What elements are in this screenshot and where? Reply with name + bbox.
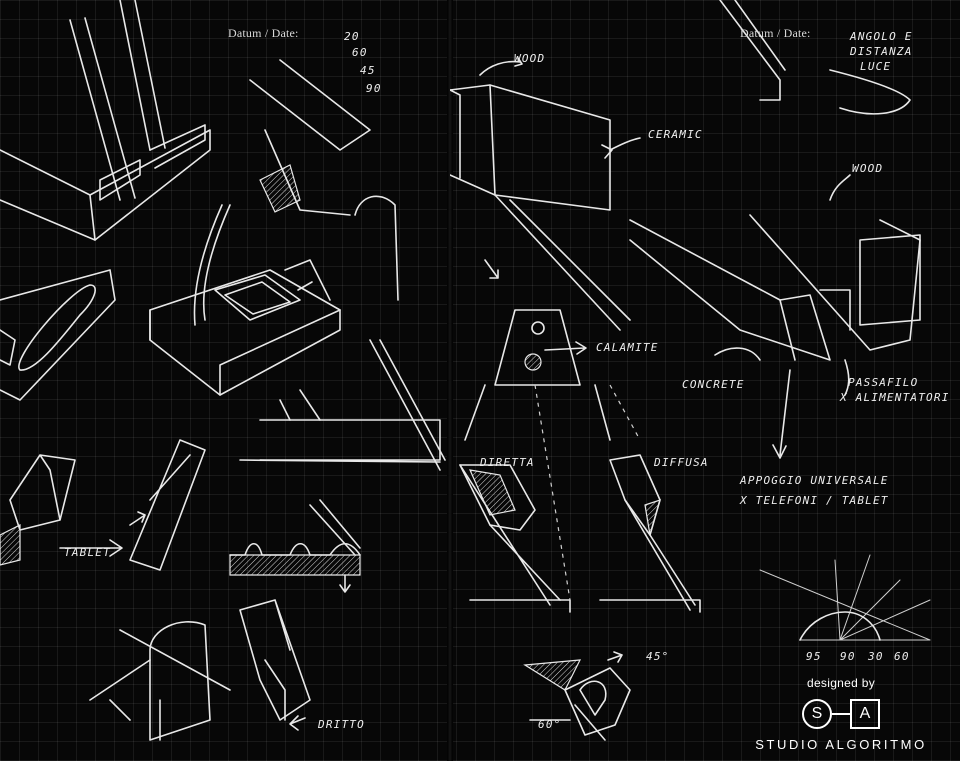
angle-scale-90: 90 [840, 650, 856, 663]
ramp-sketch-right [240, 340, 445, 470]
beam-sketch-right [630, 175, 920, 360]
logo-a-square: A [850, 699, 880, 729]
logo-dash [832, 713, 850, 715]
dritto-label: DRITTO [318, 718, 365, 731]
tablet-label: TABLET [64, 546, 111, 559]
passafilo-label-line-1: PASSAFILO [848, 376, 919, 389]
passafilo-label-line-2: X ALIMENTATORI [840, 391, 950, 404]
header-note-line-2: DISTANZA [850, 45, 913, 58]
book-spine [447, 0, 453, 761]
angle-note-1: 20 [344, 30, 360, 43]
left-page: Datum / Date: 20 60 45 90 TABLET DRITTO [0, 0, 450, 761]
right-page-sketches [450, 0, 960, 761]
angle-45-label: 45° [646, 650, 670, 663]
angle-note-3: 45 [360, 64, 376, 77]
angle-scale-30: 30 [868, 650, 884, 663]
angle-note-4: 90 [366, 82, 382, 95]
wood-label-top: WOOD [514, 52, 546, 65]
light-cone-sketches [460, 455, 700, 612]
profile-section-sketch [230, 500, 360, 592]
box-sketch-center [150, 205, 340, 395]
header-note-line-3: LUCE [860, 60, 892, 73]
angle-note-2: 60 [352, 46, 368, 59]
designer-credit: designed by S A STUDIO ALGORITMO [746, 676, 936, 752]
block-sketch-top [450, 58, 640, 330]
label-leaders [715, 348, 849, 458]
right-date-label: Datum / Date: [740, 26, 811, 40]
studio-name: STUDIO ALGORITMO [755, 737, 927, 752]
logo-s-circle: S [802, 699, 832, 729]
calamite-label: CALAMITE [596, 341, 659, 354]
roller-sketch-bottom [90, 600, 310, 740]
concrete-label: CONCRETE [682, 378, 745, 391]
wood-label-right: WOOD [852, 162, 884, 175]
appoggio-label-line-1: APPOGGIO UNIVERSALE [740, 474, 889, 487]
left-date-label: Datum / Date: [228, 26, 299, 40]
studio-logo: S A [746, 699, 936, 729]
angle-60-label: 60° [538, 718, 562, 731]
header-note-line-1: ANGOLO E [850, 30, 913, 43]
rail-sketch-left [0, 270, 115, 400]
designed-by-text: designed by [806, 676, 876, 690]
diffusa-label: DIFFUSA [654, 456, 709, 469]
joint-sketch-top-left [0, 0, 398, 300]
lamp-sketch-center [465, 310, 640, 600]
left-page-sketches [0, 0, 450, 761]
right-page: Datum / Date: ANGOLO E DISTANZA LUCE WOO… [450, 0, 960, 761]
cylinder-sketch-top-right [720, 0, 910, 114]
diretta-label: DIRETTA [480, 456, 535, 469]
ceramic-label: CERAMIC [648, 128, 703, 141]
angle-scale-95: 95 [806, 650, 822, 663]
stand-sketches-middle [0, 440, 205, 570]
angle-diagram [760, 555, 930, 640]
angle-scale-60: 60 [894, 650, 910, 663]
wedge-sketch-bottom [525, 652, 630, 740]
appoggio-label-line-2: X TELEFONI / TABLET [740, 494, 889, 507]
